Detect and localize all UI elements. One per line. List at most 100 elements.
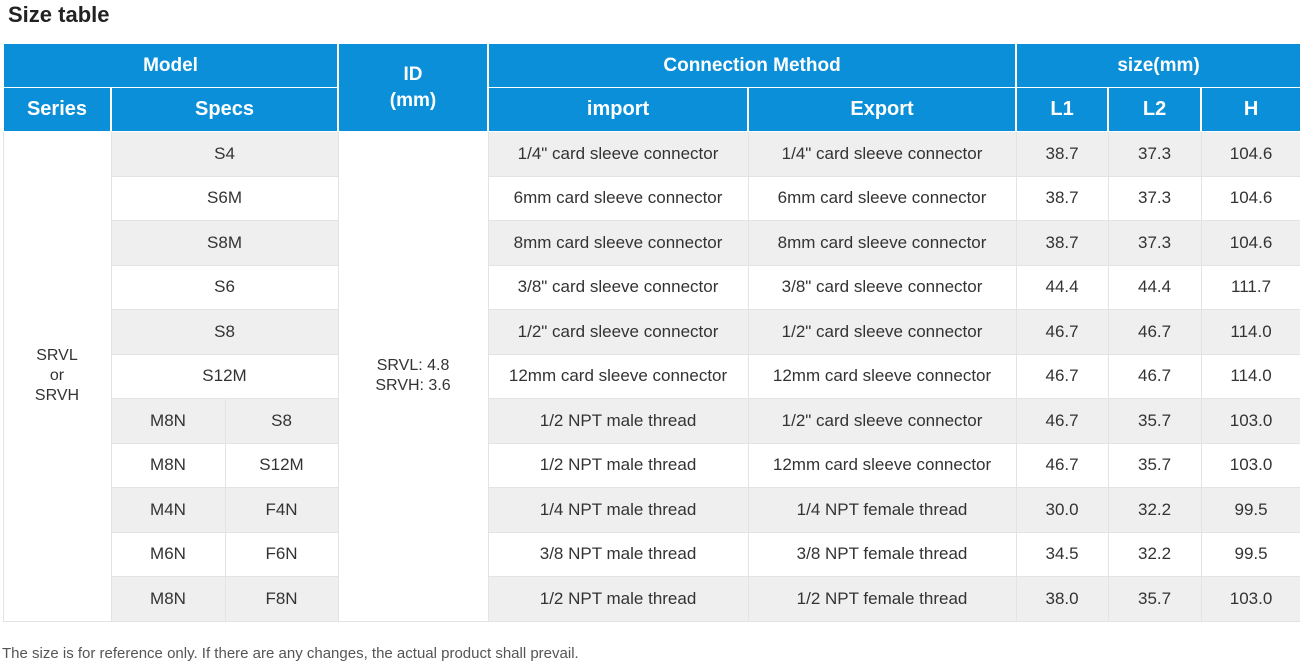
header-l2: L2 [1107, 87, 1203, 132]
spec-a-cell: M8N [110, 398, 226, 444]
reference-note: The size is for reference only. If there… [2, 645, 579, 662]
table-row: S6 3/8" card sleeve connector 3/8" card … [3, 264, 1300, 310]
import-cell: 1/4" card sleeve connector [487, 131, 749, 177]
h-cell: 104.6 [1200, 175, 1300, 221]
l1-cell: 46.7 [1015, 353, 1109, 399]
spec-a-cell: M6N [110, 531, 226, 577]
l1-cell: 44.4 [1015, 264, 1109, 310]
spec-b-cell: S12M [224, 442, 339, 488]
l1-cell: 46.7 [1015, 309, 1109, 355]
id-cell: SRVL: 4.8 SRVH: 3.6 [337, 131, 489, 622]
l1-cell: 46.7 [1015, 398, 1109, 444]
page-title: Size table [8, 2, 110, 27]
spec-b-cell: F4N [224, 487, 339, 533]
header-import: import [487, 87, 750, 132]
table-row: S8M 8mm card sleeve connector 8mm card s… [3, 220, 1300, 266]
h-cell: 111.7 [1200, 264, 1300, 310]
export-cell: 12mm card sleeve connector [747, 353, 1017, 399]
spec-a-cell: M8N [110, 442, 226, 488]
table-row: M8N S8 1/2 NPT male thread 1/2" card sle… [3, 398, 1300, 444]
h-cell: 103.0 [1200, 576, 1300, 622]
table-row: SRVL or SRVH S4 SRVL: 4.8 SRVH: 3.6 1/4"… [2, 131, 1300, 622]
h-cell: 103.0 [1200, 442, 1300, 488]
import-cell: 1/2 NPT male thread [487, 576, 749, 622]
spec-b-cell: F8N [224, 576, 339, 622]
series-line: SRVL [36, 347, 78, 365]
l2-cell: 46.7 [1107, 353, 1202, 399]
export-cell: 3/8 NPT female thread [747, 531, 1017, 577]
header-specs: Specs [109, 87, 340, 132]
import-cell: 3/8 NPT male thread [487, 531, 749, 577]
header-export: Export [747, 87, 1018, 132]
l2-cell: 37.3 [1107, 220, 1202, 266]
spec-cell: S6 [110, 264, 339, 310]
spec-b-cell: S8 [224, 398, 339, 444]
import-cell: 1/2" card sleeve connector [487, 309, 749, 355]
series-line: or [49, 367, 65, 385]
header-model: Model [1, 43, 340, 88]
h-cell: 104.6 [1200, 220, 1300, 266]
spec-cell: S12M [110, 353, 339, 399]
h-cell: 99.5 [1200, 531, 1300, 577]
l2-cell: 37.3 [1107, 175, 1202, 221]
l1-cell: 38.7 [1015, 220, 1109, 266]
table-row: S12M 12mm card sleeve connector 12mm car… [3, 353, 1300, 399]
l1-cell: 38.0 [1015, 576, 1109, 622]
export-cell: 12mm card sleeve connector [747, 442, 1017, 488]
export-cell: 3/8" card sleeve connector [747, 264, 1017, 310]
l1-cell: 38.7 [1015, 175, 1109, 221]
export-cell: 1/2" card sleeve connector [747, 309, 1017, 355]
l2-cell: 35.7 [1107, 576, 1202, 622]
import-cell: 6mm card sleeve connector [487, 175, 749, 221]
header-connection-method: Connection Method [487, 43, 1018, 88]
h-cell: 114.0 [1200, 309, 1300, 355]
l2-cell: 32.2 [1107, 487, 1202, 533]
table-row: S6M 6mm card sleeve connector 6mm card s… [3, 175, 1300, 221]
h-cell: 114.0 [1200, 353, 1300, 399]
l1-cell: 38.7 [1015, 131, 1109, 177]
h-cell: 104.6 [1200, 131, 1300, 177]
import-cell: 8mm card sleeve connector [487, 220, 749, 266]
table-row: M4N F4N 1/4 NPT male thread 1/4 NPT fema… [3, 487, 1300, 533]
l2-cell: 46.7 [1107, 309, 1202, 355]
import-cell: 1/4 NPT male thread [487, 487, 749, 533]
header-id-unit: (mm) [389, 89, 437, 111]
import-cell: 1/2 NPT male thread [487, 398, 749, 444]
h-cell: 103.0 [1200, 398, 1300, 444]
id-line: SRVL: 4.8 [376, 357, 450, 375]
table-row: M8N S12M 1/2 NPT male thread 12mm card s… [3, 442, 1300, 488]
spec-cell: S8 [110, 309, 339, 355]
spec-cell: S6M [110, 175, 339, 221]
import-cell: 3/8" card sleeve connector [487, 264, 749, 310]
export-cell: 8mm card sleeve connector [747, 220, 1017, 266]
header-id-label: ID [403, 63, 423, 85]
export-cell: 1/2 NPT female thread [747, 576, 1017, 622]
header-l1: L1 [1015, 87, 1110, 132]
id-line: SRVH: 3.6 [375, 377, 451, 395]
h-cell: 99.5 [1200, 487, 1300, 533]
l2-cell: 32.2 [1107, 531, 1202, 577]
spec-a-cell: M4N [110, 487, 226, 533]
table-row: M6N F6N 3/8 NPT male thread 3/8 NPT fema… [3, 531, 1300, 577]
export-cell: 1/2" card sleeve connector [747, 398, 1017, 444]
l2-cell: 44.4 [1107, 264, 1202, 310]
table-row: S8 1/2" card sleeve connector 1/2" card … [3, 309, 1300, 355]
header-series: Series [2, 87, 112, 132]
export-cell: 1/4" card sleeve connector [747, 131, 1017, 177]
spec-cell: S4 [110, 131, 339, 177]
l2-cell: 37.3 [1107, 131, 1202, 177]
header-size: size(mm) [1015, 43, 1300, 88]
l2-cell: 35.7 [1107, 442, 1202, 488]
l1-cell: 30.0 [1015, 487, 1109, 533]
import-cell: 12mm card sleeve connector [487, 353, 749, 399]
export-cell: 1/4 NPT female thread [747, 487, 1017, 533]
spec-b-cell: F6N [224, 531, 339, 577]
export-cell: 6mm card sleeve connector [747, 175, 1017, 221]
spec-cell: S8M [110, 220, 339, 266]
header-h: H [1200, 87, 1300, 132]
l1-cell: 46.7 [1015, 442, 1109, 488]
series-cell: SRVL or SRVH [2, 131, 112, 622]
size-table: Model ID (mm) Connection Method size(mm)… [1, 43, 1300, 622]
l2-cell: 35.7 [1107, 398, 1202, 444]
header-id: ID (mm) [337, 43, 490, 132]
